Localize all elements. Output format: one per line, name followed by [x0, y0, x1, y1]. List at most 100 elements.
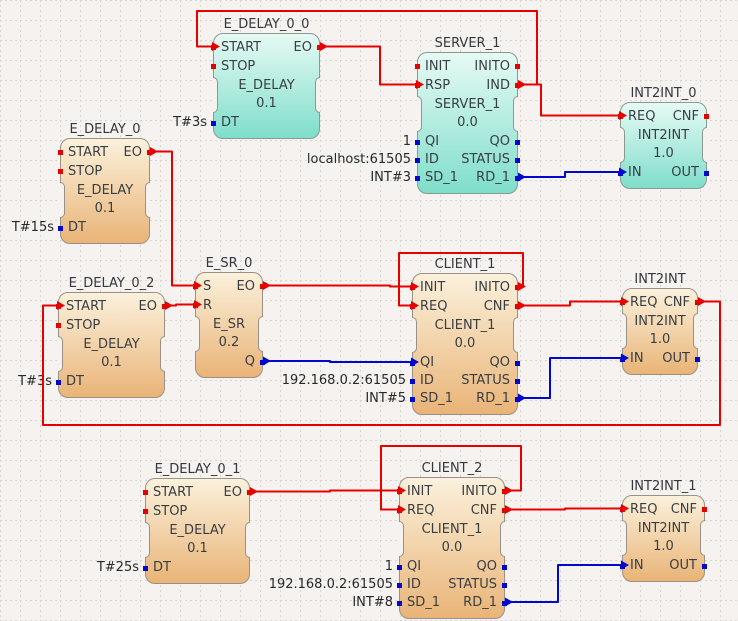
- connection-server_1.IND-e_delay_0_0.START[interactable]: [196, 10, 538, 86]
- fb-instance-name[interactable]: CLIENT_2: [421, 461, 483, 476]
- connection-e_delay_0_1.EO-client_2.INIT[interactable]: [250, 489, 399, 493]
- pin-value[interactable]: INT#8: [352, 595, 393, 610]
- pin-s[interactable]: S: [203, 279, 212, 294]
- pin-out[interactable]: OUT: [671, 165, 699, 180]
- event-pin[interactable]: [58, 150, 63, 155]
- data-pin[interactable]: [515, 360, 520, 366]
- event-pin[interactable]: [58, 169, 63, 174]
- fb-instance-name[interactable]: E_DELAY_0_0: [223, 17, 310, 32]
- event-pin[interactable]: [260, 284, 265, 289]
- pin-start[interactable]: START: [68, 145, 109, 160]
- event-pin[interactable]: [143, 509, 148, 514]
- pin-eo[interactable]: EO: [123, 145, 142, 160]
- data-pin[interactable]: [410, 378, 415, 384]
- fb-instance-name[interactable]: E_DELAY_0_1: [154, 462, 241, 477]
- event-pin[interactable]: [704, 114, 709, 119]
- pin-init[interactable]: INIT: [407, 484, 433, 499]
- fb-instance-name[interactable]: INT2INT_0: [630, 86, 697, 101]
- data-pin[interactable]: [260, 359, 265, 365]
- connection-int2int.CNF-e_delay_0_2.START[interactable]: [42, 300, 721, 426]
- data-pin[interactable]: [515, 139, 520, 145]
- event-pin[interactable]: [247, 490, 252, 495]
- pin-ind[interactable]: IND: [486, 78, 510, 93]
- connection-client_2.CNF-int2int_1.REQ[interactable]: [505, 507, 622, 511]
- data-pin[interactable]: [515, 378, 520, 384]
- pin-stop[interactable]: STOP: [221, 59, 256, 74]
- pin-req[interactable]: REQ: [630, 295, 658, 310]
- pin-req[interactable]: REQ: [630, 502, 658, 517]
- event-pin[interactable]: [515, 64, 520, 69]
- data-pin[interactable]: [397, 564, 402, 570]
- pin-cnf[interactable]: CNF: [483, 299, 510, 314]
- connection-client_1.RD_1-int2int.IN[interactable]: [518, 357, 622, 399]
- pin-inito[interactable]: INITO: [474, 280, 510, 295]
- data-pin[interactable]: [415, 157, 420, 163]
- pin-cnf[interactable]: CNF: [663, 295, 690, 310]
- data-pin[interactable]: [502, 600, 507, 606]
- event-pin[interactable]: [162, 304, 167, 309]
- connection-e_sr_0.Q-client_1.QI[interactable]: [263, 360, 412, 363]
- pin-value[interactable]: 192.168.0.2:61505: [268, 577, 393, 592]
- data-pin[interactable]: [397, 582, 402, 588]
- pin-qi[interactable]: QI: [425, 134, 440, 149]
- pin-value[interactable]: 1: [384, 559, 393, 574]
- event-pin[interactable]: [502, 489, 507, 494]
- event-pin[interactable]: [147, 150, 152, 155]
- data-pin[interactable]: [502, 564, 507, 570]
- fb-instance-name[interactable]: INT2INT_1: [630, 479, 697, 494]
- fb-instance-name[interactable]: E_DELAY_0_2: [68, 276, 155, 291]
- data-pin[interactable]: [397, 600, 402, 606]
- pin-qo[interactable]: QO: [489, 355, 510, 370]
- event-pin[interactable]: [515, 285, 520, 290]
- pin-sd_1[interactable]: SD_1: [407, 595, 441, 610]
- pin-rd_1[interactable]: RD_1: [476, 170, 510, 185]
- data-pin[interactable]: [515, 175, 520, 181]
- connection-e_sr_0.EO-client_1.INIT[interactable]: [263, 284, 412, 288]
- pin-dt[interactable]: DT: [66, 374, 84, 389]
- pin-in[interactable]: IN: [630, 351, 644, 366]
- event-pin[interactable]: [143, 490, 148, 495]
- event-pin[interactable]: [317, 45, 322, 50]
- data-pin[interactable]: [410, 396, 415, 402]
- pin-qo[interactable]: QO: [489, 134, 510, 149]
- pin-dt[interactable]: DT: [153, 560, 171, 575]
- event-pin[interactable]: [515, 83, 520, 88]
- pin-value[interactable]: 1: [402, 134, 411, 149]
- pin-rd_1[interactable]: RD_1: [463, 595, 497, 610]
- pin-qo[interactable]: QO: [476, 559, 497, 574]
- fb-instance-name[interactable]: E_SR_0: [205, 256, 253, 271]
- pin-id[interactable]: ID: [420, 373, 434, 388]
- pin-eo[interactable]: EO: [293, 40, 312, 55]
- fb-instance-name[interactable]: SERVER_1: [434, 36, 501, 51]
- pin-rsp[interactable]: RSP: [425, 78, 451, 93]
- data-pin[interactable]: [56, 379, 61, 385]
- data-pin[interactable]: [515, 396, 520, 402]
- pin-req[interactable]: REQ: [407, 503, 435, 518]
- fb-instance-name[interactable]: E_DELAY_0: [69, 122, 141, 137]
- pin-dt[interactable]: DT: [221, 115, 239, 130]
- pin-eo[interactable]: EO: [236, 279, 255, 294]
- pin-req[interactable]: REQ: [420, 299, 448, 314]
- pin-value[interactable]: T#25s: [96, 560, 139, 575]
- pin-value[interactable]: INT#3: [370, 170, 411, 185]
- pin-sd_1[interactable]: SD_1: [420, 391, 454, 406]
- pin-start[interactable]: START: [221, 40, 262, 55]
- pin-qi[interactable]: QI: [407, 559, 422, 574]
- pin-status[interactable]: STATUS: [461, 373, 510, 388]
- pin-dt[interactable]: DT: [68, 220, 86, 235]
- pin-init[interactable]: INIT: [420, 280, 446, 295]
- data-pin[interactable]: [502, 582, 507, 588]
- fb-instance-name[interactable]: INT2INT: [634, 272, 686, 287]
- pin-r[interactable]: R: [203, 298, 213, 313]
- pin-eo[interactable]: EO: [138, 299, 157, 314]
- connection-server_1.RD_1-int2int_0.IN[interactable]: [518, 171, 620, 178]
